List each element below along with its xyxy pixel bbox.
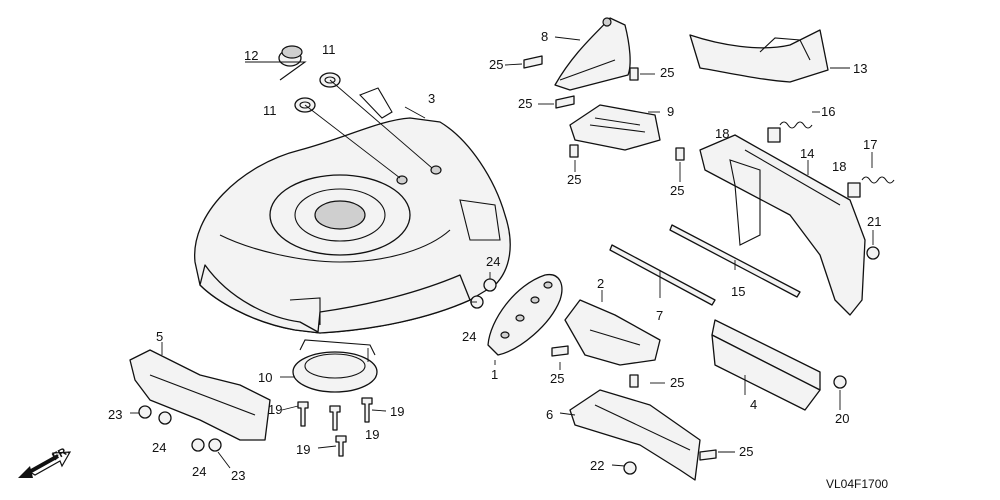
callout-17: 17: [863, 137, 878, 152]
washer-23-bottom: [208, 438, 222, 452]
callout-7: 7: [656, 308, 664, 323]
leader-3: [404, 106, 426, 119]
callout-15: 15: [731, 284, 746, 299]
callout-18-lower: 18: [832, 159, 847, 174]
callout-5: 5: [156, 329, 164, 344]
leader-19a: [281, 405, 299, 411]
callout-16: 16: [821, 104, 836, 119]
callout-25-h: 25: [739, 444, 754, 459]
leader-23b: [217, 451, 231, 469]
callout-21: 21: [867, 214, 882, 229]
callout-23-left: 23: [108, 407, 123, 422]
bolt-25-f: [551, 345, 569, 357]
callout-1: 1: [491, 367, 499, 382]
cap-bracket-line: [245, 61, 307, 81]
chute-frame-14: [699, 134, 866, 316]
bolt-25-e: [675, 147, 685, 161]
cover-plate-1: [487, 273, 563, 356]
callout-3: 3: [428, 91, 436, 106]
callout-18-upper: 18: [715, 126, 730, 141]
bolt-19-c: [361, 397, 373, 423]
rod-7: [609, 244, 716, 306]
callout-25-e: 25: [670, 183, 685, 198]
leader-6: [559, 412, 576, 416]
callout-25-a: 25: [489, 57, 504, 72]
callout-25-f: 25: [550, 371, 565, 386]
callout-20: 20: [835, 411, 850, 426]
leader-19d: [317, 445, 337, 449]
callout-6: 6: [546, 407, 554, 422]
diagram-code: VL04F1700: [826, 477, 889, 491]
bolt-25-c: [555, 95, 575, 109]
callout-19-b: 19: [365, 427, 380, 442]
bolt-25-a: [523, 55, 543, 69]
front-guard-5: [129, 349, 271, 441]
rear-guard-6: [569, 389, 701, 481]
nut-24-left: [158, 411, 172, 425]
callout-24-upper: 24: [486, 254, 501, 269]
callout-12: 12: [244, 48, 259, 63]
front-arrow-icon: [18, 451, 72, 478]
callout-4: 4: [750, 397, 758, 412]
bolt-25-d: [569, 144, 579, 158]
callout-24-left: 24: [152, 440, 167, 455]
washer-23-left: [138, 405, 152, 419]
bracket-18-lower: [847, 182, 861, 198]
nut-22: [623, 461, 637, 475]
callout-2: 2: [597, 276, 605, 291]
leader-22: [611, 464, 626, 467]
grommet-11-upper: [319, 72, 341, 88]
holder-ring-10: [292, 339, 378, 393]
callout-19-a: 19: [268, 402, 283, 417]
callout-19-d: 19: [296, 442, 311, 457]
bolt-25-h: [699, 449, 717, 461]
leader-11-upper: [329, 79, 433, 169]
callout-23-bottom: 23: [231, 468, 246, 483]
bolt-19-a: [297, 401, 309, 427]
callout-11-lower: 11: [263, 103, 277, 118]
bracket-2: [564, 299, 661, 366]
bolt-25-g: [629, 374, 639, 388]
callout-24-bottom: 24: [192, 464, 207, 479]
nut-24-upper: [483, 278, 497, 292]
pin-20: [833, 375, 847, 389]
bolt-25-b: [629, 67, 639, 81]
callout-25-c: 25: [518, 96, 533, 111]
bracket-18-upper: [767, 127, 781, 143]
plug-cap-12: [278, 45, 303, 67]
callout-25-d: 25: [567, 172, 582, 187]
callout-25-b: 25: [660, 65, 675, 80]
callout-14: 14: [800, 146, 815, 161]
callout-9: 9: [667, 104, 675, 119]
callout-22: 22: [590, 458, 605, 473]
flap-4: [711, 319, 821, 411]
callout-24-lower: 24: [462, 329, 477, 344]
callout-13: 13: [853, 61, 868, 76]
mower-deck: [194, 87, 511, 334]
leader-19c: [371, 409, 387, 412]
bolt-19-d: [335, 435, 347, 457]
callout-11-upper: 11: [322, 42, 336, 57]
nut-21: [866, 246, 880, 260]
leader-25a: [504, 63, 523, 66]
callout-25-g: 25: [670, 375, 685, 390]
callout-19-c: 19: [390, 404, 405, 419]
leader-11-lower: [304, 104, 401, 179]
callout-8: 8: [541, 29, 549, 44]
top-shield-8: [554, 17, 631, 91]
leader-8: [554, 36, 581, 41]
plate-9: [569, 104, 661, 151]
nut-24-bottom: [191, 438, 205, 452]
spring-16: [779, 121, 813, 129]
bolt-19-b: [329, 405, 341, 431]
spring-17: [861, 176, 895, 184]
callout-10: 10: [258, 370, 273, 385]
handle-guard-13: [689, 29, 829, 83]
